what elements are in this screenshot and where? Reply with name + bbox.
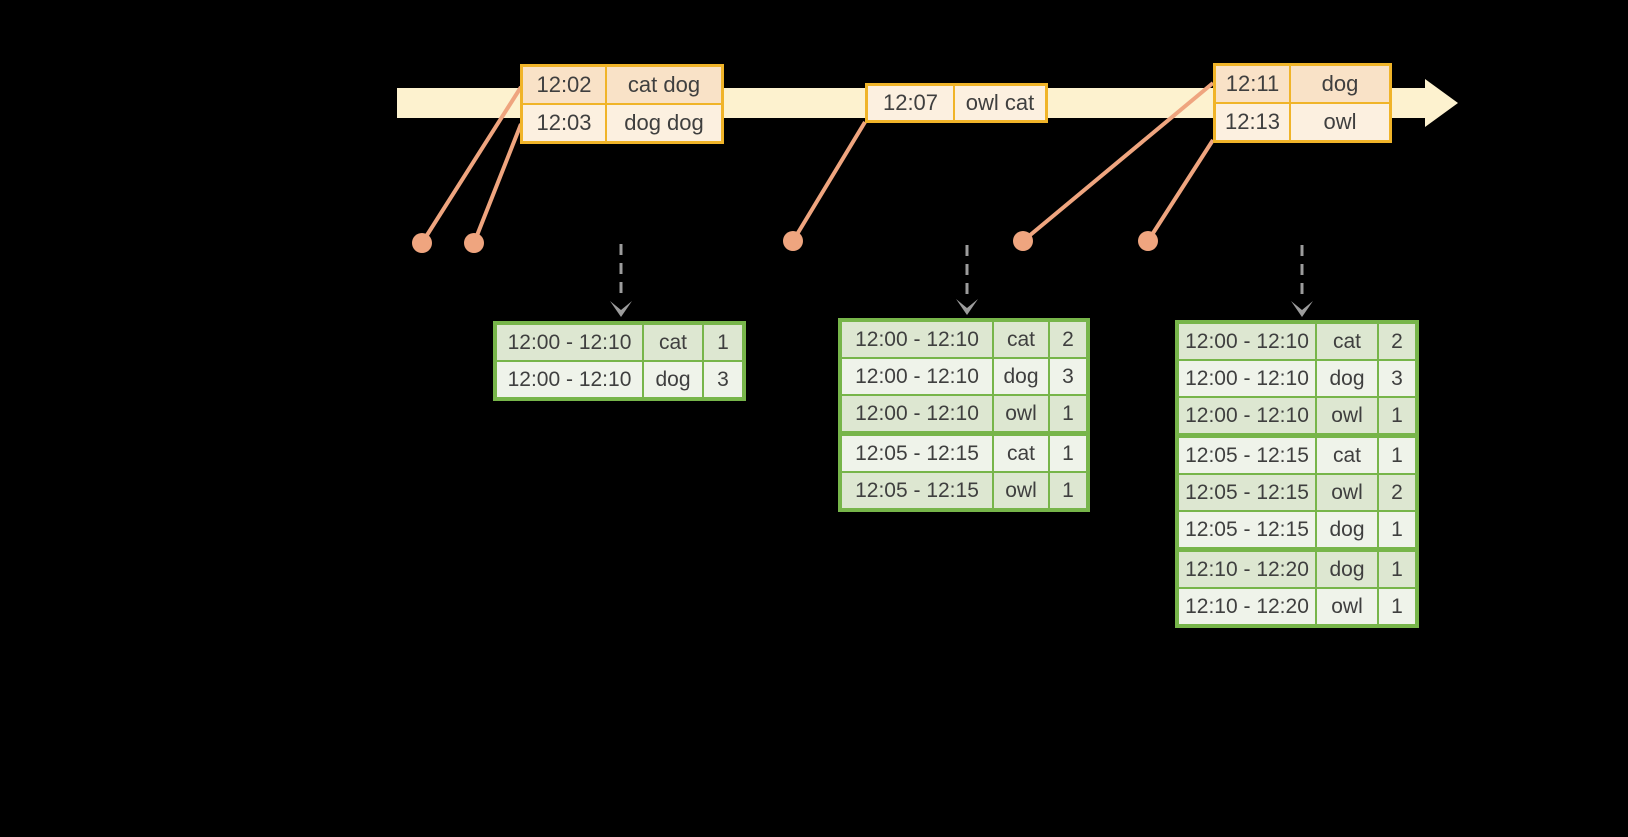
result-word-cell: owl <box>1317 589 1377 624</box>
result-window-cell: 12:00 - 12:10 <box>842 396 992 431</box>
result-count-cell: 2 <box>1379 324 1415 359</box>
result-word-cell: owl <box>1317 475 1377 510</box>
event-words-cell: owl <box>1291 104 1389 140</box>
result-window-cell: 12:05 - 12:15 <box>1179 438 1315 473</box>
event-dot-icon <box>783 231 803 251</box>
result-window-cell: 12:00 - 12:10 <box>497 362 642 397</box>
result-window-cell: 12:00 - 12:10 <box>1179 398 1315 433</box>
result-count-cell: 1 <box>1379 512 1415 547</box>
result-word-cell: owl <box>1317 398 1377 433</box>
result-word-cell: dog <box>1317 552 1377 587</box>
result-word-cell: dog <box>1317 512 1377 547</box>
event-time-cell: 12:07 <box>868 86 953 120</box>
event-dot-icon <box>1138 231 1158 251</box>
trigger-arrowhead-icon <box>610 301 632 317</box>
result-count-cell: 1 <box>1379 589 1415 624</box>
result-count-cell: 2 <box>1050 322 1086 357</box>
result-window-cell: 12:00 - 12:10 <box>1179 361 1315 396</box>
event-connector-line <box>791 120 867 243</box>
result-count-cell: 1 <box>1379 398 1415 433</box>
event-words-cell: dog <box>1291 66 1389 102</box>
result-count-cell: 1 <box>704 325 742 360</box>
result-count-cell: 1 <box>1050 396 1086 431</box>
result-count-cell: 2 <box>1379 475 1415 510</box>
result-window-cell: 12:00 - 12:10 <box>842 359 992 394</box>
event-time-cell: 12:13 <box>1216 104 1289 140</box>
event-words-cell: dog dog <box>607 105 721 141</box>
timeline-arrowhead-icon <box>1425 79 1458 127</box>
result-word-cell: cat <box>1317 438 1377 473</box>
result-word-cell: cat <box>994 322 1048 357</box>
result-word-cell: cat <box>994 436 1048 471</box>
result-window-cell: 12:05 - 12:15 <box>842 473 992 508</box>
result-count-cell: 1 <box>1050 473 1086 508</box>
event-time-cell: 12:03 <box>523 105 605 141</box>
result-count-cell: 1 <box>1050 436 1086 471</box>
result-word-cell: dog <box>644 362 702 397</box>
event-connector-line <box>1021 81 1215 243</box>
result-window-cell: 12:00 - 12:10 <box>842 322 992 357</box>
result-count-cell: 3 <box>1050 359 1086 394</box>
result-word-cell: cat <box>644 325 702 360</box>
result-window-cell: 12:00 - 12:10 <box>1179 324 1315 359</box>
result-window-cell: 12:00 - 12:10 <box>497 325 642 360</box>
event-dot-icon <box>412 233 432 253</box>
result-window-cell: 12:05 - 12:15 <box>1179 475 1315 510</box>
event-connector-line <box>472 123 523 244</box>
result-word-cell: owl <box>994 473 1048 508</box>
result-window-cell: 12:10 - 12:20 <box>1179 552 1315 587</box>
result-count-cell: 3 <box>1379 361 1415 396</box>
event-dot-icon <box>464 233 484 253</box>
result-word-cell: dog <box>1317 361 1377 396</box>
event-time-cell: 12:02 <box>523 67 605 103</box>
event-dot-icon <box>1013 231 1033 251</box>
result-word-cell: dog <box>994 359 1048 394</box>
result-count-cell: 1 <box>1379 552 1415 587</box>
result-window-cell: 12:05 - 12:15 <box>1179 512 1315 547</box>
event-words-cell: owl cat <box>955 86 1045 120</box>
event-connector-line <box>1146 138 1215 243</box>
result-word-cell: cat <box>1317 324 1377 359</box>
result-word-cell: owl <box>994 396 1048 431</box>
result-count-cell: 3 <box>704 362 742 397</box>
result-count-cell: 1 <box>1379 438 1415 473</box>
result-window-cell: 12:05 - 12:15 <box>842 436 992 471</box>
trigger-arrowhead-icon <box>956 299 978 315</box>
event-words-cell: cat dog <box>607 67 721 103</box>
result-window-cell: 12:10 - 12:20 <box>1179 589 1315 624</box>
event-time-cell: 12:11 <box>1216 66 1289 102</box>
trigger-arrowhead-icon <box>1291 301 1313 317</box>
event-connector-line <box>420 85 523 245</box>
